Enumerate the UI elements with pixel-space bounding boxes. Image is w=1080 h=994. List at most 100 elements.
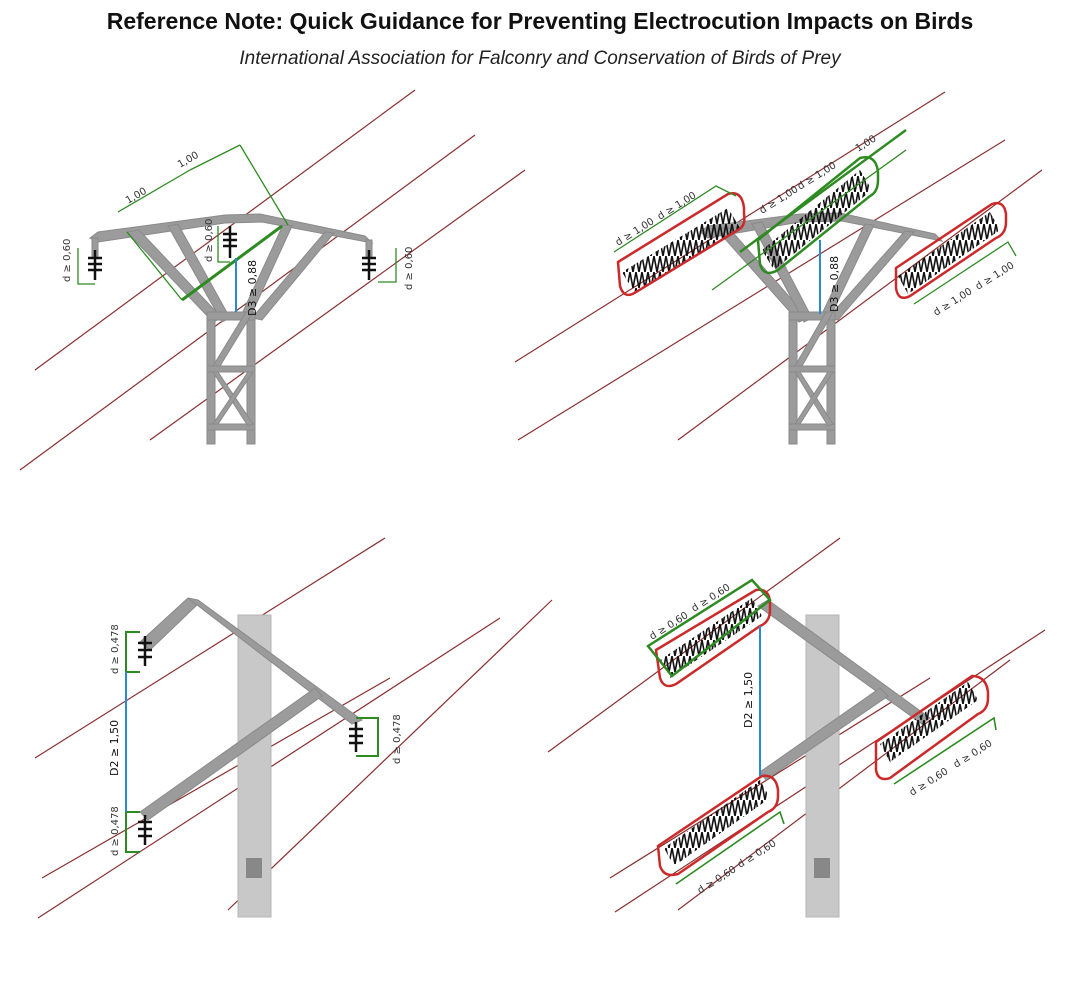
tower-brace [794, 311, 834, 367]
panel-2-center-insulator-cover [711, 128, 907, 291]
dim-label-top-a: 1,00 [124, 186, 149, 207]
panel-4-concrete-pole-insulated: d ≥ 0,60 d ≥ 0,60 d ≥ 0,60 d ≥ 0,60 d ≥ … [547, 537, 1046, 918]
panel-3-insulators [138, 636, 363, 845]
tower-beam [788, 311, 836, 321]
dimension-bracket [378, 248, 397, 283]
insulator-string [622, 208, 740, 292]
dim-label-c2: d ≥ 1,00 [796, 160, 839, 192]
dim-label-r2: d ≥ 0,60 [952, 738, 995, 770]
dimension-bracket [356, 717, 379, 757]
panel-2-right-insulator-cover [894, 201, 1017, 305]
panel-4-crossarms [757, 599, 931, 781]
panel-1-tower-structure [89, 213, 374, 445]
panel-2-left-insulator-cover [613, 185, 746, 297]
tower-brace [794, 371, 834, 425]
dimension-line [189, 144, 241, 171]
red-protective-cover [656, 774, 780, 877]
dimension-line [239, 144, 289, 226]
dimension-line [913, 241, 1017, 305]
dimension-bracket [125, 631, 140, 673]
insulator [349, 722, 363, 752]
insulator [138, 815, 152, 845]
panel-3-concrete-pole: d ≥ 0,478 d ≥ 0,478 d ≥ 0,478 D2 ≥ 1,50 [34, 537, 553, 919]
dimension-bracket [125, 811, 140, 853]
tower-brace [212, 311, 254, 367]
dimension-line [893, 716, 997, 785]
dim-label-vertical: D3 ≥ 0,88 [828, 256, 841, 312]
tower-beam [206, 423, 256, 431]
pole-plate [814, 858, 830, 878]
dimension-line [126, 231, 183, 301]
dim-label-top-b: 1,00 [176, 150, 201, 171]
dim-label-r1: d ≥ 1,00 [932, 286, 975, 318]
insulator-string [660, 598, 762, 678]
dimension-bracket [217, 226, 230, 263]
crossarm [757, 599, 931, 725]
panel-1-lattice-tower: 1,00 1,00 d ≥ 0,60 d ≥ 0,60 d ≥ 0,60 D3 … [19, 89, 526, 471]
dim-label-center: d ≥ 0,60 [204, 219, 215, 262]
dimension-bracket [77, 248, 95, 285]
insulator-string [898, 212, 1000, 294]
dim-label-b1: d ≥ 0,60 [696, 864, 739, 896]
dimension-line [117, 169, 191, 213]
insulator-string [880, 682, 978, 762]
crossarm [759, 687, 889, 781]
wire [34, 537, 386, 759]
dim-label-vertical: D2 ≥ 1,50 [108, 720, 121, 776]
insulator [88, 250, 102, 280]
pole-plate [246, 858, 262, 878]
wire [41, 677, 391, 879]
dim-label-top: d ≥ 0,478 [110, 624, 121, 674]
red-protective-cover [616, 192, 746, 297]
panel-1-dimensions [77, 144, 397, 301]
tower-brace [212, 371, 254, 425]
crossarm [699, 212, 944, 242]
panel-4-bottom-insulator-cover [656, 774, 785, 885]
tower-brace [827, 230, 915, 321]
red-protective-cover [654, 588, 772, 688]
panel-1-insulators [88, 226, 376, 280]
dim-label-bottom: d ≥ 0,478 [110, 806, 121, 856]
dimension-line [675, 810, 785, 885]
page-title: Reference Note: Quick Guidance for Preve… [106, 8, 974, 34]
dim-label-b2: d ≥ 0,60 [736, 838, 779, 870]
dim-label-vertical: D2 ≥ 1,50 [742, 672, 755, 728]
dim-label-right: d ≥ 0,478 [392, 714, 403, 764]
tower-beam [788, 423, 836, 431]
dim-label-left: d ≥ 0,60 [62, 239, 73, 282]
panel-4-right-insulator-cover [874, 674, 997, 785]
tower-beam [206, 365, 256, 373]
green-dimension-box [646, 578, 772, 678]
dim-label-t2: d ≥ 0,60 [690, 582, 733, 614]
dim-label-t1: d ≥ 0,60 [648, 610, 691, 642]
wire [34, 89, 416, 371]
panel-2-lattice-tower-insulated: d ≥ 1,00 d ≥ 1,00 d ≥ 1,00 d ≥ 1,00 1,00… [514, 91, 1043, 445]
dimension-line [613, 185, 737, 253]
insulator [362, 250, 376, 280]
tower-brace [251, 231, 335, 321]
crossarm [187, 597, 364, 725]
red-protective-cover [894, 201, 1008, 299]
panel-4-wires [547, 537, 1046, 913]
wire [517, 139, 1006, 441]
insulator-string [664, 780, 770, 866]
panel-3-crossarms [139, 597, 364, 821]
wire [677, 169, 1043, 441]
green-clearance-line [181, 224, 283, 302]
green-protective-cover [756, 156, 880, 275]
dim-label-right: d ≥ 0,60 [404, 247, 415, 290]
wire [227, 599, 553, 911]
tower-beam [788, 365, 836, 373]
tower-beam [206, 311, 256, 321]
green-clearance-line [739, 128, 907, 254]
dim-label-vertical: D3 ≥ 0,88 [246, 260, 259, 316]
page-subtitle: International Association for Falconry a… [239, 48, 841, 69]
dim-label-r2: d ≥ 1,00 [974, 260, 1017, 292]
panel-4-top-insulator-cover [646, 578, 772, 688]
insulator [223, 226, 237, 258]
red-protective-cover [874, 674, 990, 781]
insulator [138, 636, 152, 666]
crossarm [139, 687, 323, 821]
dimension-line [711, 149, 907, 291]
panel-3-dimensions [125, 631, 379, 853]
